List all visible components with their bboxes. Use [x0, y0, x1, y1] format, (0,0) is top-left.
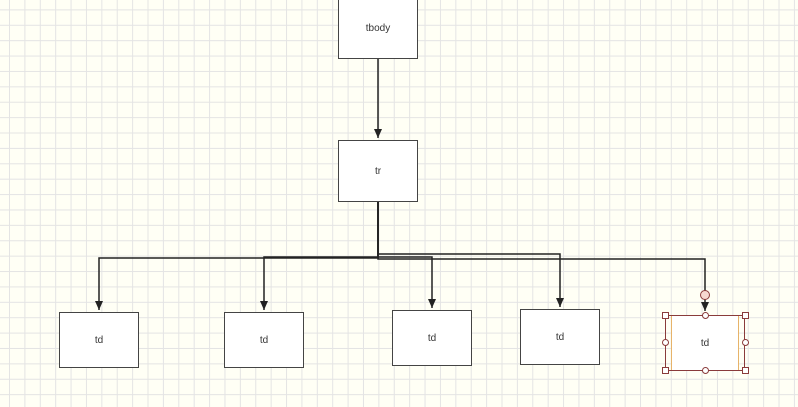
- node-td-5[interactable]: td: [671, 315, 739, 371]
- node-td-1-label: td: [94, 334, 104, 346]
- resize-handle-bottom-left[interactable]: [662, 367, 669, 374]
- node-td-3[interactable]: td: [392, 310, 472, 366]
- edge-tr-td4[interactable]: [377, 202, 564, 307]
- edge-tr-td3[interactable]: [377, 202, 436, 308]
- node-td-4[interactable]: td: [520, 309, 600, 365]
- resize-handle-top-left[interactable]: [662, 312, 669, 319]
- node-tr-label: tr: [374, 165, 382, 177]
- node-tbody[interactable]: tbody: [338, 0, 418, 59]
- edge-tr-td1[interactable]: [95, 202, 379, 310]
- edge-tr-td2[interactable]: [260, 202, 379, 310]
- node-td-5-label: td: [700, 337, 710, 349]
- resize-handle-right[interactable]: [742, 339, 749, 346]
- resize-handle-left[interactable]: [662, 339, 669, 346]
- node-td-1[interactable]: td: [59, 312, 139, 368]
- resize-handle-bottom-right[interactable]: [742, 367, 749, 374]
- resize-handle-top[interactable]: [702, 312, 709, 319]
- node-td-2[interactable]: td: [224, 312, 304, 368]
- rotate-handle[interactable]: [700, 290, 710, 300]
- edge-tr-td5[interactable]: [377, 202, 709, 311]
- node-tbody-label: tbody: [365, 23, 391, 34]
- resize-handle-bottom[interactable]: [702, 367, 709, 374]
- node-td-4-label: td: [555, 331, 565, 343]
- node-tr[interactable]: tr: [338, 140, 418, 202]
- node-td-3-label: td: [427, 332, 437, 344]
- node-td-2-label: td: [259, 334, 269, 346]
- resize-handle-top-right[interactable]: [742, 312, 749, 319]
